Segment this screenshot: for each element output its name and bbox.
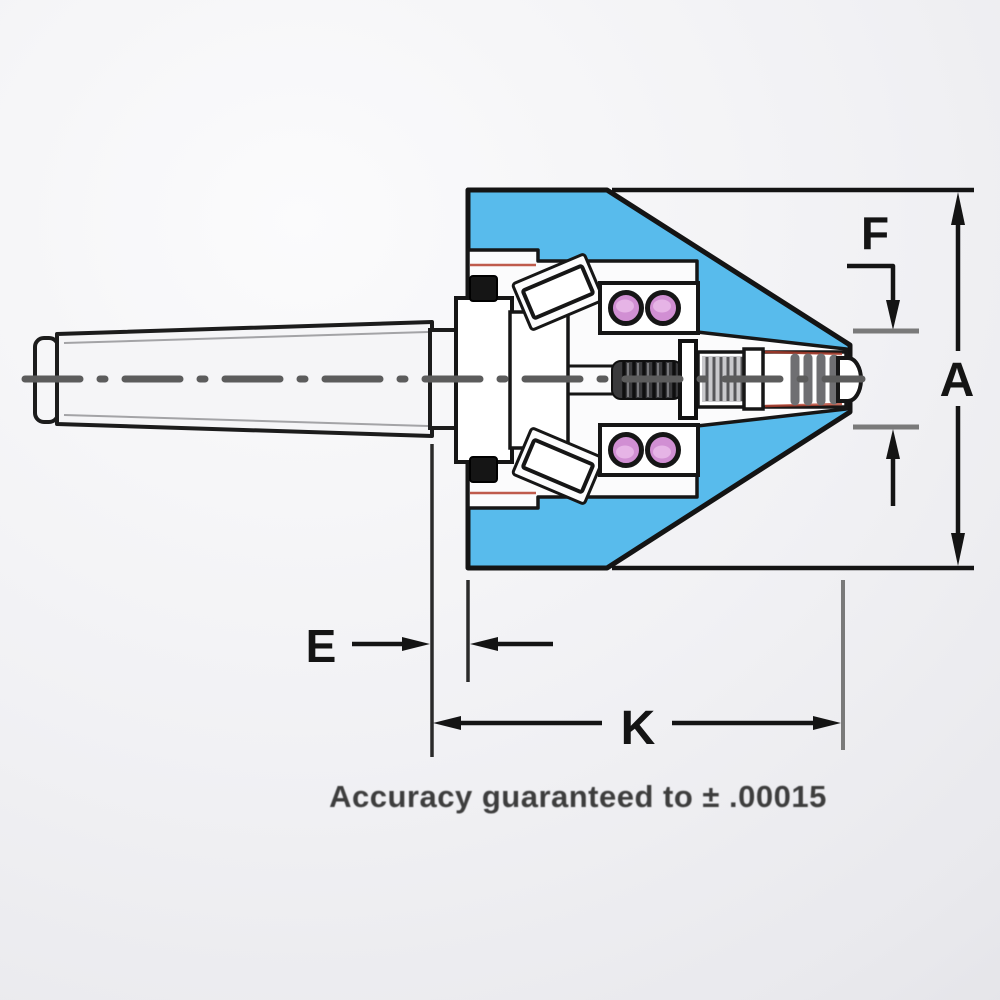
arrowhead-up [886,429,900,459]
arrowhead-down [951,533,965,566]
dimension-k [433,580,845,750]
red-accent-line [764,350,843,356]
dimension-label-k: K [621,702,656,755]
dimension-label-e: E [306,620,337,672]
arrowhead-down [886,300,900,330]
dimension-label-f: F [861,207,889,259]
accuracy-caption: Accuracy guaranteed to ± .00015 [329,779,827,814]
leader-line [847,263,896,300]
arrowhead-right [813,716,841,730]
arrowhead-left [470,637,498,651]
red-accent-line [764,402,843,408]
dimension-label-a: A [940,354,975,407]
taper-inner-line [63,331,429,344]
arrowhead-up [951,192,965,225]
arrowhead-left [433,716,461,730]
arrowhead-right [402,637,430,651]
taper-inner-line [63,414,429,427]
dimension-a [612,187,974,571]
dimension-e [352,444,553,757]
dimension-f [847,263,919,506]
